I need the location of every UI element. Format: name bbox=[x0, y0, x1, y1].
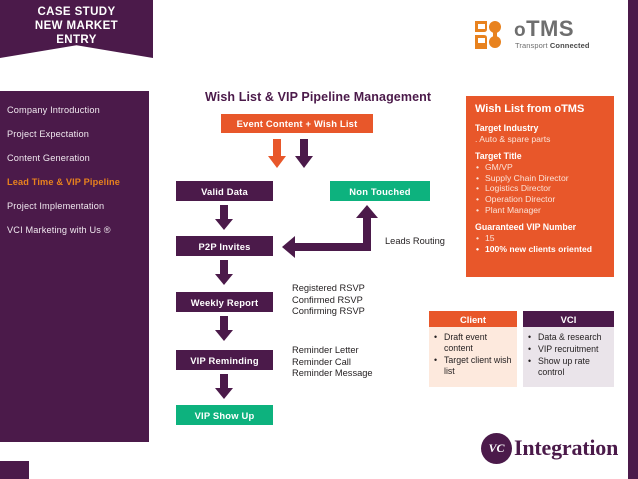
vci-column-header: VCI bbox=[523, 311, 614, 327]
sidebar-item-project-expectation[interactable]: Project Expectation bbox=[7, 129, 90, 139]
flow-node-valid-data[interactable]: Valid Data bbox=[176, 181, 273, 201]
flow-node-vip-show-up[interactable]: VIP Show Up bbox=[176, 405, 273, 425]
case-study-header-banner: CASE STUDY NEW MARKET ENTRY bbox=[0, 0, 153, 58]
list-item: VIP recruitment bbox=[527, 344, 610, 355]
client-column-body: Draft event content Target client wish l… bbox=[429, 327, 517, 387]
flow-node-weekly-report[interactable]: Weekly Report bbox=[176, 292, 273, 312]
wish-list-target-industry-heading: Target Industry bbox=[475, 123, 539, 133]
leads-routing-arrow-shaft-horizontal bbox=[295, 243, 371, 251]
client-column-header: Client bbox=[429, 311, 517, 327]
wish-list-title: Wish List from oTMS bbox=[475, 103, 585, 115]
otms-wordmark: oTMS bbox=[514, 17, 574, 43]
otms-word-tms: TMS bbox=[526, 16, 575, 41]
arrow-orange-down-icon bbox=[268, 139, 286, 169]
wish-list-target-industry-value: . Auto & spare parts bbox=[475, 134, 551, 144]
otms-tagline-light: Transport bbox=[515, 41, 550, 50]
wish-list-target-title-item: GM/VP bbox=[475, 162, 605, 173]
otms-word-o: o bbox=[514, 20, 527, 41]
otms-pinwheel-icon bbox=[475, 21, 501, 49]
wish-list-vip-item: 100% new clients oriented bbox=[475, 244, 605, 255]
list-item: Data & research bbox=[527, 332, 610, 343]
arrow-purple-down-icon bbox=[295, 139, 313, 169]
sidebar-item-lead-time-vip-pipeline[interactable]: Lead Time & VIP Pipeline bbox=[7, 177, 121, 187]
otms-tagline-bold: Connected bbox=[549, 41, 590, 50]
wish-list-vip-item: 15 bbox=[475, 233, 605, 244]
responsibility-column-vci: VCI Data & research VIP recruitment Show… bbox=[523, 311, 614, 387]
list-item: Show up rate control bbox=[527, 356, 610, 378]
flowchart-title: Wish List & VIP Pipeline Management bbox=[205, 90, 432, 104]
leads-routing-arrow-head-left-icon bbox=[282, 236, 295, 258]
right-edge-accent-bar bbox=[628, 0, 638, 479]
responsibility-column-client: Client Draft event content Target client… bbox=[429, 311, 517, 387]
sidebar-item-company-introduction[interactable]: Company Introduction bbox=[7, 105, 100, 115]
wish-list-vip-number-heading: Guaranteed VIP Number bbox=[475, 221, 577, 232]
vc-circle-logo-icon: VC bbox=[481, 433, 512, 464]
flow-node-event-content-wish-list[interactable]: Event Content + Wish List bbox=[221, 114, 373, 133]
list-item: Draft event content bbox=[433, 332, 513, 354]
vc-integration-logo: VC Integration bbox=[481, 430, 618, 468]
sidebar-item-vci-marketing-with-us[interactable]: VCI Marketing with Us ® bbox=[7, 225, 111, 235]
note-reminder: Reminder Letter Reminder Call Reminder M… bbox=[292, 345, 373, 379]
flow-node-vip-reminding[interactable]: VIP Reminding bbox=[176, 350, 273, 370]
wish-list-target-title-item: Operation Director bbox=[475, 194, 605, 205]
otms-tagline: Transport Connected bbox=[515, 41, 590, 50]
sidebar-nav: Company Introduction Project Expectation… bbox=[0, 91, 149, 442]
wish-list-panel: Wish List from oTMS Target Industry . Au… bbox=[466, 96, 614, 277]
note-rsvp: Registered RSVP Confirmed RSVP Confirmin… bbox=[292, 283, 365, 317]
leads-routing-arrow-head-up-icon bbox=[356, 205, 378, 218]
flow-node-p2p-invites[interactable]: P2P Invites bbox=[176, 236, 273, 256]
vci-column-body: Data & research VIP recruitment Show up … bbox=[523, 327, 614, 387]
wish-list-target-title-heading: Target Title bbox=[475, 150, 522, 161]
wish-list-target-title-item: Plant Manager bbox=[475, 205, 605, 216]
list-item: Target client wish list bbox=[433, 355, 513, 377]
leads-routing-label: Leads Routing bbox=[385, 236, 445, 246]
wish-list-target-title-item: Supply Chain Director bbox=[475, 173, 605, 184]
arrow-down-icon-4 bbox=[215, 374, 233, 400]
arrow-down-icon-3 bbox=[215, 316, 233, 342]
bottom-left-accent-block bbox=[0, 461, 29, 479]
sidebar-item-project-implementation[interactable]: Project Implementation bbox=[7, 201, 105, 211]
arrow-down-icon-2 bbox=[215, 260, 233, 286]
otms-logo: oTMS Transport Connected bbox=[473, 17, 608, 55]
sidebar-item-content-generation[interactable]: Content Generation bbox=[7, 153, 90, 163]
wish-list-target-title-item: Logistics Director bbox=[475, 183, 605, 194]
leads-routing-arrow-shaft-vertical bbox=[363, 218, 371, 251]
flow-node-non-touched[interactable]: Non Touched bbox=[330, 181, 430, 201]
vc-integration-wordmark: Integration bbox=[514, 435, 619, 460]
page-title: CASE STUDY NEW MARKET ENTRY bbox=[34, 5, 119, 46]
arrow-down-icon-1 bbox=[215, 205, 233, 231]
